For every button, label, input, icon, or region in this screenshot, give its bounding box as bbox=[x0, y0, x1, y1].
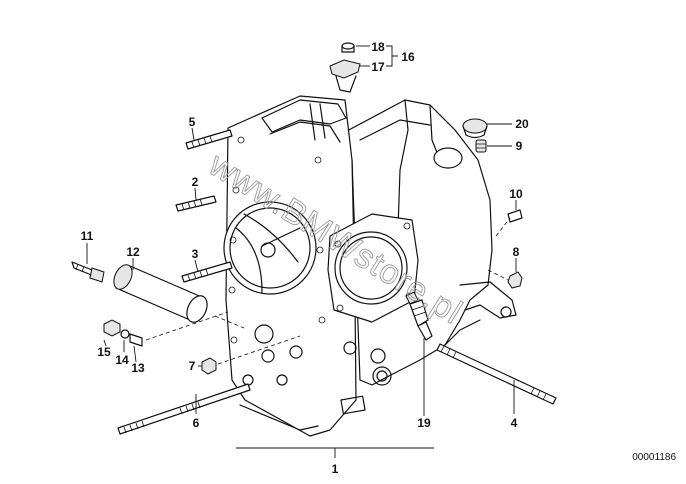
screw-15 bbox=[103, 319, 121, 337]
reference-number: 00001186 bbox=[632, 452, 676, 463]
label-17: 17 bbox=[371, 60, 385, 74]
label-14: 14 bbox=[115, 353, 129, 367]
label-4: 4 bbox=[511, 416, 518, 430]
cap-screw bbox=[341, 42, 355, 53]
sleeve bbox=[113, 264, 208, 323]
washer-14 bbox=[120, 329, 130, 339]
label-3: 3 bbox=[192, 247, 199, 261]
stud-5 bbox=[185, 129, 233, 150]
label-7: 7 bbox=[189, 359, 196, 373]
bolt-13 bbox=[129, 333, 143, 347]
label-2: 2 bbox=[192, 175, 199, 189]
crankcase-housing bbox=[223, 95, 517, 437]
pulse-sensor bbox=[71, 261, 105, 283]
callout-labels: 1 2 3 4 5 6 7 8 9 10 11 12 13 14 15 16 1… bbox=[81, 40, 529, 476]
filler-cap bbox=[462, 118, 488, 139]
label-20: 20 bbox=[515, 117, 529, 131]
stud-6 bbox=[117, 383, 251, 435]
label-15: 15 bbox=[97, 345, 111, 359]
nut bbox=[507, 271, 523, 289]
nut-7 bbox=[201, 357, 217, 375]
leader-lines bbox=[86, 45, 517, 458]
label-19: 19 bbox=[417, 416, 431, 430]
sensor bbox=[405, 291, 433, 341]
label-9: 9 bbox=[516, 139, 523, 153]
label-10: 10 bbox=[509, 187, 523, 201]
label-16: 16 bbox=[401, 50, 415, 64]
dashed-lines bbox=[145, 217, 511, 365]
label-8: 8 bbox=[513, 245, 520, 259]
label-1: 1 bbox=[332, 462, 339, 476]
plug bbox=[475, 139, 487, 153]
label-11: 11 bbox=[81, 229, 94, 243]
damper-pad bbox=[329, 59, 361, 93]
stud-4 bbox=[436, 343, 557, 405]
label-12: 12 bbox=[126, 245, 140, 259]
label-18: 18 bbox=[371, 40, 385, 54]
label-5: 5 bbox=[189, 115, 196, 129]
stud-3 bbox=[181, 261, 233, 283]
label-6: 6 bbox=[193, 416, 200, 430]
stud-2 bbox=[175, 195, 217, 212]
dowel-pin bbox=[507, 209, 523, 223]
label-13: 13 bbox=[131, 361, 145, 375]
